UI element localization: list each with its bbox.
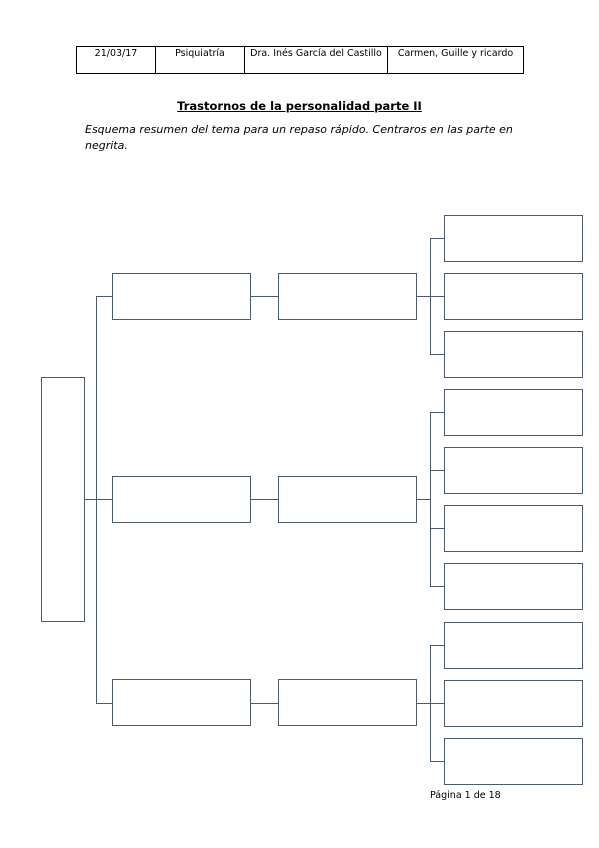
header-table: 21/03/17 Psiquiatría Dra. Inés García de… — [76, 46, 524, 74]
connector — [251, 296, 278, 297]
diagram-level1-box-3 — [112, 679, 251, 726]
diagram-level2-box-1 — [278, 273, 417, 320]
connector — [96, 499, 112, 500]
diagram-leaf-box — [444, 505, 583, 552]
diagram-root-box — [41, 377, 85, 622]
diagram-leaf-box — [444, 389, 583, 436]
diagram-leaf-box — [444, 680, 583, 727]
connector — [430, 586, 444, 587]
diagram-leaf-box — [444, 447, 583, 494]
connector — [430, 354, 444, 355]
diagram-leaf-box — [444, 738, 583, 785]
diagram-leaf-box — [444, 622, 583, 669]
connector — [430, 470, 444, 471]
diagram-leaf-box — [444, 331, 583, 378]
connector — [251, 499, 278, 500]
connector — [430, 703, 444, 704]
page-title: Trastornos de la personalidad parte II — [177, 99, 422, 113]
connector — [417, 703, 430, 704]
connector — [430, 412, 431, 587]
header-subject: Psiquiatría — [155, 46, 245, 74]
connector — [430, 296, 444, 297]
connector — [430, 645, 444, 646]
diagram-leaf-box — [444, 273, 583, 320]
diagram-level1-box-1 — [112, 273, 251, 320]
connector — [430, 412, 444, 413]
connector — [85, 499, 96, 500]
diagram-level2-box-3 — [278, 679, 417, 726]
intro-text: Esquema resumen del tema para un repaso … — [85, 123, 513, 152]
connector — [430, 528, 444, 529]
diagram-level2-box-2 — [278, 476, 417, 523]
connector — [417, 499, 430, 500]
connector — [251, 703, 278, 704]
connector — [417, 296, 430, 297]
diagram-leaf-box — [444, 563, 583, 610]
connector — [430, 761, 444, 762]
header-professor: Dra. Inés García del Castillo — [244, 46, 388, 74]
header-authors: Carmen, Guille y ricardo — [387, 46, 524, 74]
diagram-leaf-box — [444, 215, 583, 262]
connector — [96, 296, 112, 297]
diagram-level1-box-2 — [112, 476, 251, 523]
header-date: 21/03/17 — [76, 46, 156, 74]
connector — [96, 703, 112, 704]
page-number: Página 1 de 18 — [430, 790, 501, 801]
connector — [430, 238, 444, 239]
